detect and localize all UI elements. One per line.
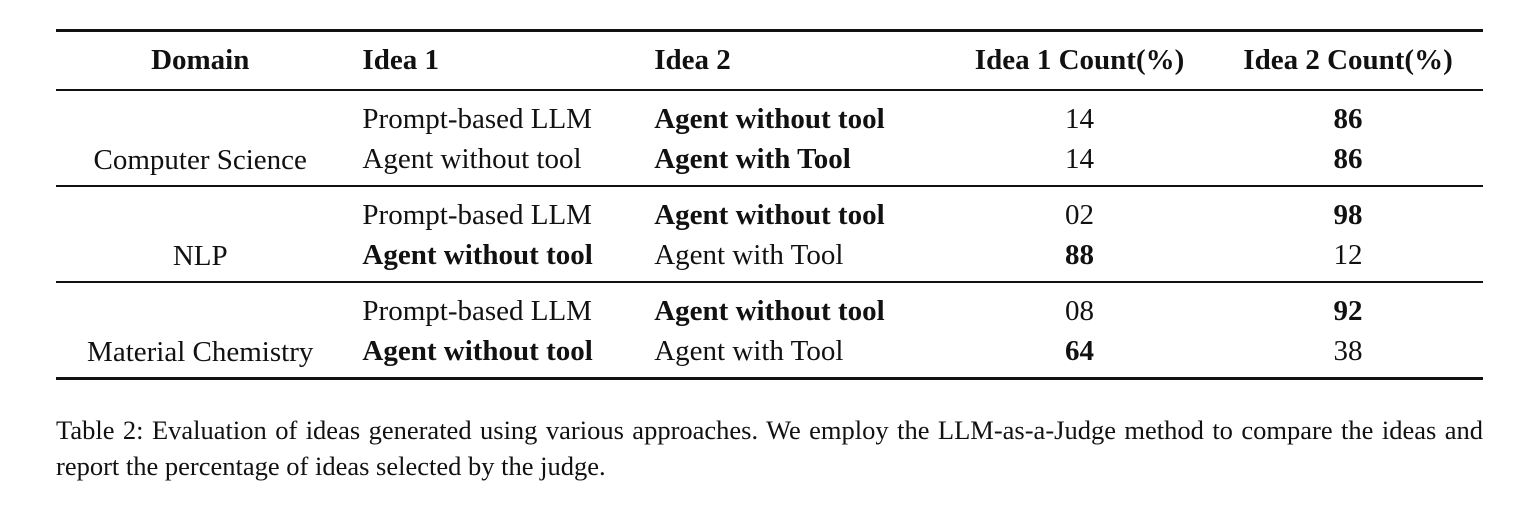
domain-cell: Material Chemistry bbox=[87, 336, 314, 368]
table-row: Agent without tool Agent with Tool 14 86 bbox=[56, 139, 1483, 186]
idea1-cell: Prompt-based LLM bbox=[362, 102, 592, 135]
idea1-cell: Agent without tool bbox=[362, 334, 593, 367]
idea2-cell: Agent without tool bbox=[654, 294, 885, 327]
table-row: Material Chemistry Prompt-based LLM Agen… bbox=[56, 282, 1483, 366]
table-row: Computer Science Prompt-based LLM Agent … bbox=[56, 90, 1483, 175]
group-material-chemistry: Material Chemistry Prompt-based LLM Agen… bbox=[56, 282, 1483, 379]
idea2-cell: Agent with Tool bbox=[654, 238, 844, 271]
idea1-count-cell: 14 bbox=[1065, 102, 1095, 135]
idea2-count-cell: 92 bbox=[1333, 294, 1363, 327]
idea2-count-cell: 86 bbox=[1333, 142, 1363, 175]
idea2-count-cell: 86 bbox=[1333, 102, 1363, 135]
idea1-cell: Agent without tool bbox=[362, 142, 582, 175]
header-domain: Domain bbox=[151, 44, 250, 76]
group-computer-science: Computer Science Prompt-based LLM Agent … bbox=[56, 90, 1483, 186]
idea1-count-cell: 08 bbox=[1065, 294, 1095, 327]
domain-cell: Computer Science bbox=[93, 144, 307, 176]
results-table-container: Domain Idea 1 Idea 2 Idea 1 Count(%) Ide… bbox=[56, 29, 1483, 380]
group-nlp: NLP Prompt-based LLM Agent without tool … bbox=[56, 186, 1483, 282]
header-idea2: Idea 2 bbox=[654, 44, 731, 76]
idea1-cell: Prompt-based LLM bbox=[362, 198, 592, 231]
idea2-count-cell: 38 bbox=[1333, 334, 1363, 367]
table-row: NLP Prompt-based LLM Agent without tool … bbox=[56, 186, 1483, 271]
header-idea1-count: Idea 1 Count(%) bbox=[974, 44, 1185, 76]
table-row: Agent without tool Agent with Tool 88 12 bbox=[56, 235, 1483, 282]
idea2-cell: Agent without tool bbox=[654, 102, 885, 135]
idea2-cell: Agent without tool bbox=[654, 198, 885, 231]
table-row: Agent without tool Agent with Tool 64 38 bbox=[56, 331, 1483, 379]
header-idea1: Idea 1 bbox=[362, 44, 439, 76]
table-caption: Table 2: Evaluation of ideas generated u… bbox=[56, 415, 1483, 481]
idea1-cell: Prompt-based LLM bbox=[362, 294, 592, 327]
idea2-count-cell: 12 bbox=[1333, 238, 1363, 271]
idea2-count-cell: 98 bbox=[1333, 198, 1363, 231]
idea1-count-cell: 64 bbox=[1065, 334, 1095, 367]
idea2-cell: Agent with Tool bbox=[654, 334, 844, 367]
table-header: Domain Idea 1 Idea 2 Idea 1 Count(%) Ide… bbox=[56, 30, 1483, 90]
idea2-cell: Agent with Tool bbox=[654, 142, 851, 175]
domain-cell: NLP bbox=[172, 240, 228, 272]
header-idea2-count: Idea 2 Count(%) bbox=[1243, 44, 1453, 76]
header-row: Domain Idea 1 Idea 2 Idea 1 Count(%) Ide… bbox=[56, 30, 1483, 90]
idea1-count-cell: 02 bbox=[1065, 198, 1095, 231]
idea1-cell: Agent without tool bbox=[362, 238, 593, 271]
results-table: Domain Idea 1 Idea 2 Idea 1 Count(%) Ide… bbox=[56, 29, 1483, 380]
idea1-count-cell: 14 bbox=[1065, 142, 1095, 175]
idea1-count-cell: 88 bbox=[1065, 238, 1095, 271]
